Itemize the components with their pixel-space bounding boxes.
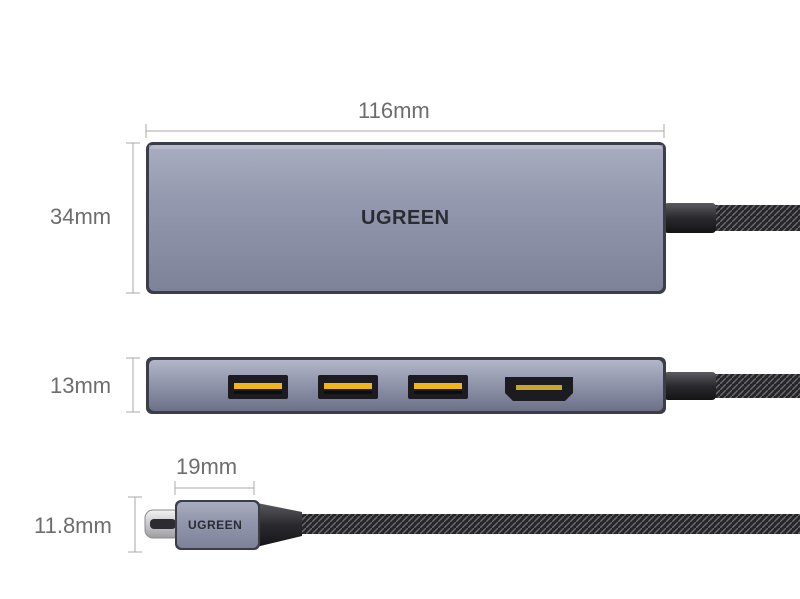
dimension-line-connector-length (174, 481, 255, 495)
hdmi-port (505, 377, 573, 401)
label-width: 34mm (50, 204, 112, 229)
hub-top-view (146, 142, 800, 294)
brand-logo-connector: UGREEN (188, 518, 243, 532)
connector-cable-braid (300, 514, 800, 534)
brand-logo-top: UGREEN (361, 207, 450, 229)
usb-a-port (318, 375, 378, 399)
dimension-line-length (145, 124, 665, 138)
label-connector-length: 19mm (176, 454, 238, 479)
dimension-line-width (126, 142, 140, 294)
cable-top-braid (712, 205, 800, 231)
cable-side-strain-relief (664, 372, 716, 400)
cable-top-strain-relief (664, 203, 716, 233)
usb-c-connector (144, 500, 800, 550)
label-height: 13mm (50, 373, 112, 398)
label-length: 116mm (358, 98, 430, 123)
dimension-line-connector-height (128, 496, 142, 553)
usb-a-port (228, 375, 288, 399)
label-connector-height: 11.8mm (34, 513, 112, 538)
hub-side-view (146, 357, 800, 414)
connector-strain-relief (252, 502, 302, 548)
dimension-line-height (126, 357, 140, 413)
usb-a-port (408, 375, 468, 399)
cable-side-braid (712, 374, 800, 398)
